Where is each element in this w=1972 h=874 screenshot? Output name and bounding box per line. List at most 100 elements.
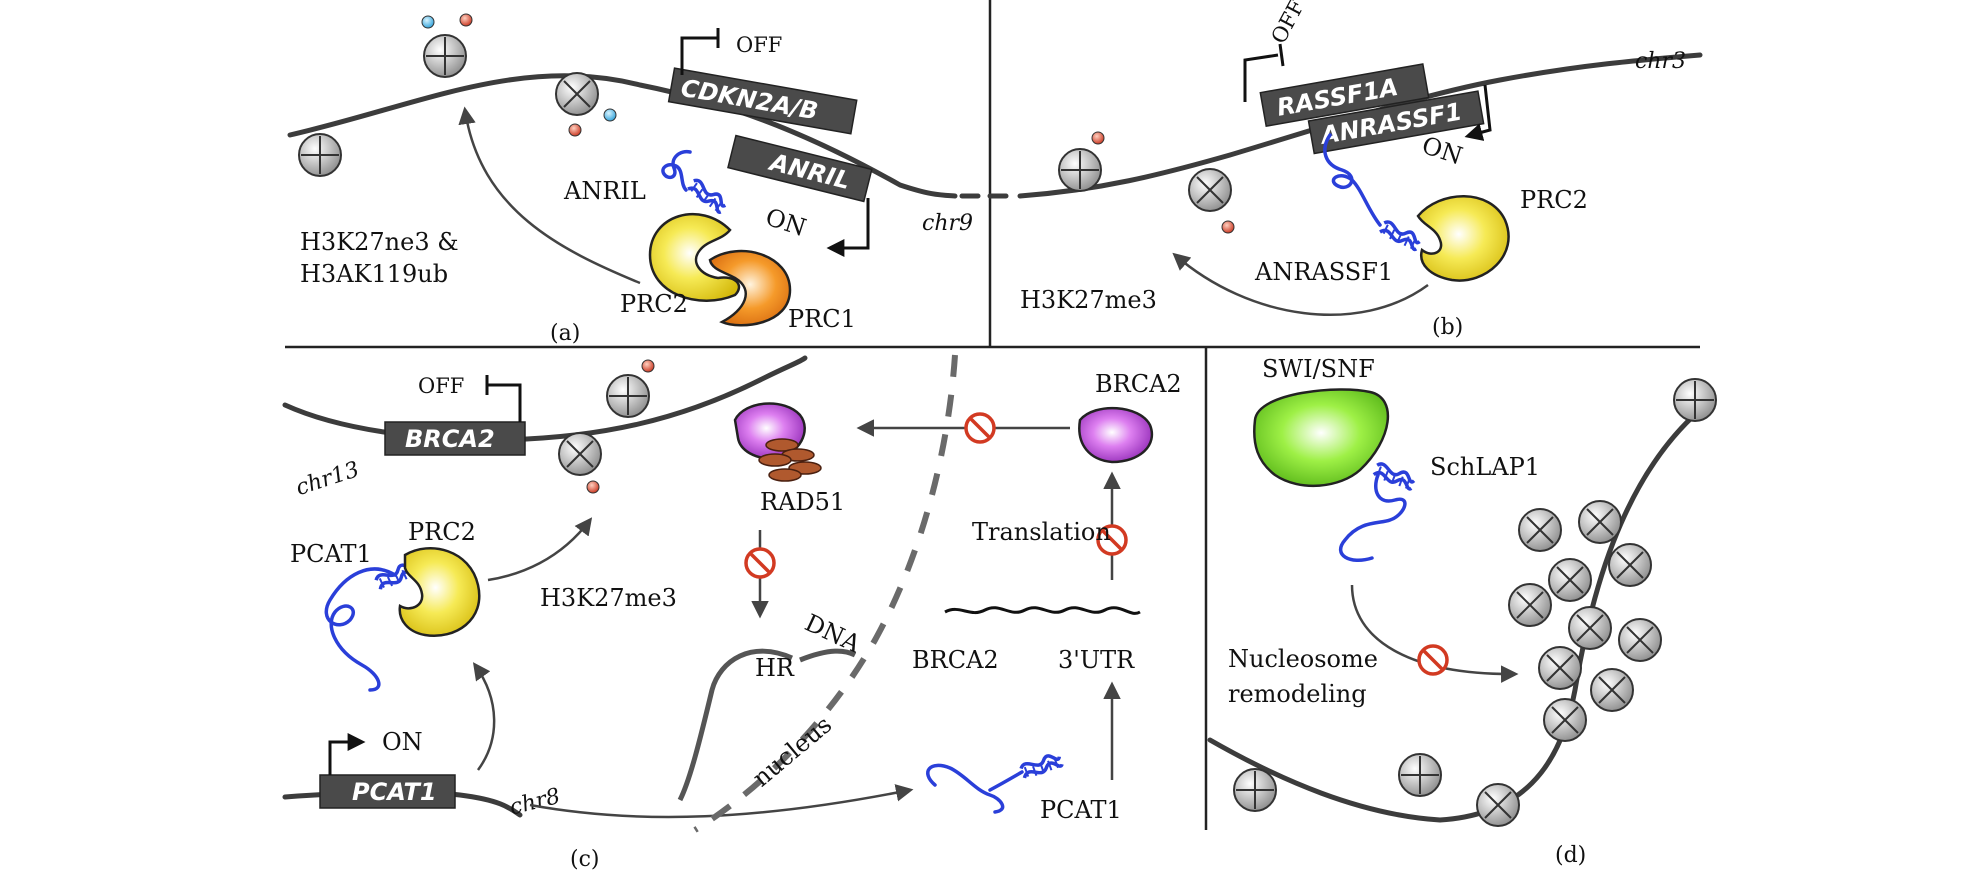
prc1-complex-icon	[708, 249, 792, 327]
rna-helix-icon	[1377, 218, 1424, 253]
panel-label-b: (b)	[1432, 315, 1463, 340]
gene-box-cdkn2a-b: CDKN2A/B	[667, 67, 858, 135]
histone-mark-red-icon	[459, 13, 473, 27]
arrow-to-nucleosome-c	[487, 517, 593, 582]
anril-lncrna-label: ANRIL	[563, 177, 646, 205]
pcat1-lncrna-tail	[988, 770, 1024, 792]
chr13-label: chr13	[293, 457, 363, 501]
anril-lncrna	[661, 149, 692, 192]
prc1-label-a: PRC1	[788, 305, 856, 333]
nucleosome-icon	[1188, 168, 1232, 212]
anrassf1-lncrna	[1323, 133, 1382, 227]
hr-dna-strand-1	[677, 648, 794, 802]
nucleosome-icon	[1543, 698, 1587, 742]
panel-c: BRCA2 OFF chr13 PRC2 PCAT1 H3K27me3 PCAT…	[282, 354, 1182, 872]
inhibition-icon	[744, 547, 776, 579]
off-promoter-icon	[680, 36, 718, 75]
histone-mark-label-a-line2: H3AK119ub	[300, 260, 448, 288]
chr8-label: chr8	[507, 784, 563, 821]
on-label-c: ON	[382, 728, 423, 756]
on-promoter-icon	[328, 733, 366, 775]
nucleosome-icon	[1568, 606, 1612, 650]
nucleosome-icon	[1608, 543, 1652, 587]
nucleosome-icon	[1673, 378, 1717, 422]
nucleosome-icon	[606, 374, 650, 418]
on-promoter-icon	[826, 198, 870, 257]
gene-box-pcat1: PCAT1	[319, 774, 456, 809]
off-promoter-bar	[1278, 43, 1285, 67]
hr-label: HR	[755, 654, 795, 682]
nucleosome-icon	[1548, 558, 1592, 602]
off-label-c: OFF	[418, 374, 464, 398]
translation-label: Translation	[972, 518, 1111, 546]
nucleosome-icon	[1508, 583, 1552, 627]
rna-helix-icon	[685, 176, 730, 216]
rad51-label: RAD51	[760, 488, 845, 516]
remodeling-label-line2: remodeling	[1228, 680, 1367, 708]
chr13-dna-strand	[282, 355, 808, 443]
gene-label-pcat1: PCAT1	[352, 778, 437, 806]
brca2-protein-label: BRCA2	[1095, 370, 1182, 398]
histone-mark-red-icon	[1091, 131, 1105, 145]
off-promoter-icon	[487, 383, 522, 422]
nucleosome-icon	[558, 432, 602, 476]
prc2-complex-icon	[648, 213, 741, 302]
histone-mark-blue-icon	[421, 15, 435, 29]
histone-mark-red-icon	[641, 359, 655, 373]
utr-label: 3'UTR	[1058, 646, 1135, 674]
arrow-to-nucleosome-a	[458, 106, 641, 285]
on-promoter-icon	[1464, 84, 1492, 141]
histone-mark-red-icon	[1221, 220, 1235, 234]
panel-label-c: (c)	[570, 847, 600, 872]
nucleosome-icon	[1476, 783, 1520, 827]
prc2-complex-icon	[398, 547, 481, 637]
anrassf1-lncrna-label: ANRASSF1	[1254, 258, 1393, 286]
nucleosome-icon	[1398, 753, 1442, 797]
arrow-to-prc2-c	[472, 662, 496, 771]
panel-label-a: (a)	[550, 321, 580, 346]
pcat1-lncrna-c	[324, 567, 397, 692]
histone-mark-label-a-line1: H3K27ne3 &	[300, 228, 459, 256]
rna-helix-icon	[1018, 750, 1065, 782]
remodeling-arrow	[1350, 584, 1519, 683]
histone-mark-red-icon	[586, 480, 600, 494]
brca2-mrna-label: BRCA2	[912, 646, 999, 674]
histone-mark-label-b: H3K27me3	[1020, 286, 1157, 314]
nucleosome-icon	[1590, 668, 1634, 712]
nucleus-label: nucleus	[747, 710, 837, 792]
brca2-mrna	[944, 606, 1141, 615]
nucleosome-icon	[423, 34, 467, 78]
nucleosome-icon	[1578, 500, 1622, 544]
swi-snf-label: SWI/SNF	[1262, 355, 1375, 383]
schlap1-label: SchLAP1	[1430, 453, 1540, 481]
chr9-label: chr9	[922, 211, 973, 236]
prc2-complex-icon	[1416, 195, 1510, 282]
nucleosome-icon	[1058, 148, 1102, 192]
chr3-label: chr3	[1635, 49, 1686, 74]
panel-a: CDKN2A/B ANRIL OFF ON ANRIL chr9 PRC2 PR…	[287, 13, 1009, 346]
remodeling-label-line1: Nucleosome	[1228, 645, 1378, 673]
arrow-to-nucleosome-b	[1172, 252, 1429, 316]
gene-box-brca2: BRCA2	[384, 421, 526, 456]
off-label-a: OFF	[736, 33, 782, 57]
histone-mark-blue-icon	[603, 108, 617, 122]
prc2-label-c: PRC2	[408, 518, 476, 546]
off-label-b: OFF	[1266, 0, 1309, 48]
pcat1-lncrna-label-cytoplasm: PCAT1	[1040, 796, 1122, 824]
nucleosome-icon	[1538, 646, 1582, 690]
brca2-protein-icon	[1078, 406, 1153, 464]
inhibition-icon	[964, 412, 996, 444]
off-promoter-icon	[1243, 53, 1279, 102]
nuclear-envelope	[693, 354, 958, 833]
inhibition-icon	[1417, 644, 1449, 676]
rna-helix-icon	[1371, 460, 1418, 492]
prc2-label-b: PRC2	[1520, 186, 1588, 214]
hr-dna-strand-2	[799, 648, 857, 663]
nucleosome-icon	[1618, 618, 1662, 662]
swi-snf-complex-icon	[1253, 388, 1390, 488]
on-label-b: ON	[1419, 131, 1466, 170]
pcat1-lncrna-label-c: PCAT1	[290, 540, 372, 568]
prc2-label-a: PRC2	[620, 290, 688, 318]
nucleosome-icon	[298, 133, 342, 177]
